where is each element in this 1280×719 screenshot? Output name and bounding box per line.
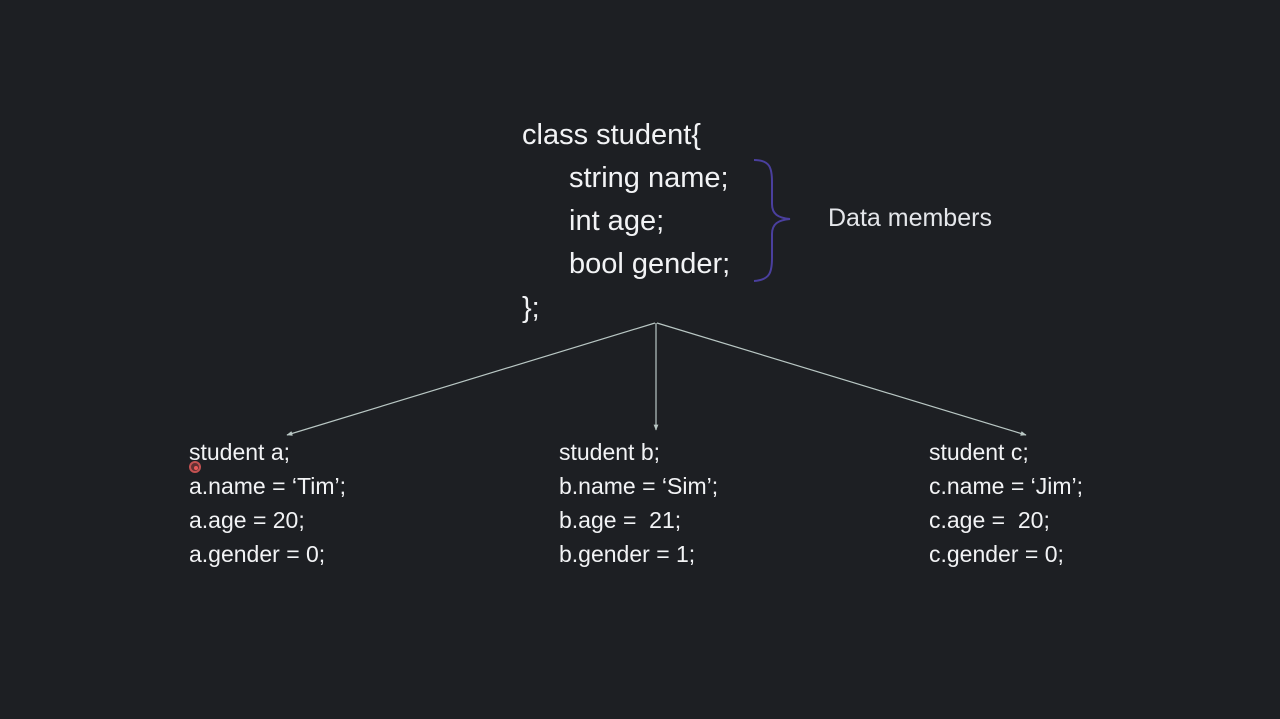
class-closing-line: }; [522,292,540,324]
instance-c-gender-assignment: c.gender = 0; [929,541,1064,567]
data-members-label: Data members [828,204,992,232]
pointer-cursor-icon [189,461,201,473]
instance-a-declaration: student a; [189,439,291,465]
instance-a-gender-assignment: a.gender = 0; [189,541,326,567]
instance-a-age-assignment: a.age = 20; [189,507,305,533]
instance-b-name-assignment: b.name = ‘Sim’; [559,473,719,499]
instance-b-declaration: student b; [559,439,661,465]
member-age-line: int age; [569,205,665,237]
instance-c-name-assignment: c.name = ‘Jim’; [929,473,1084,499]
instance-c-age-assignment: c.age = 20; [929,507,1050,533]
instance-b-gender-assignment: b.gender = 1; [559,541,696,567]
instance-a-name-assignment: a.name = ‘Tim’; [189,473,347,499]
member-name-line: string name; [569,162,729,194]
instance-b-age-assignment: b.age = 21; [559,507,682,533]
member-gender-line: bool gender; [569,248,731,280]
arrow-to-instance-a [286,322,656,436]
class-header-line: class student{ [522,119,701,151]
curly-brace [753,159,791,282]
arrow-to-instance-c [656,322,1027,436]
instance-c-declaration: student c; [929,439,1029,465]
